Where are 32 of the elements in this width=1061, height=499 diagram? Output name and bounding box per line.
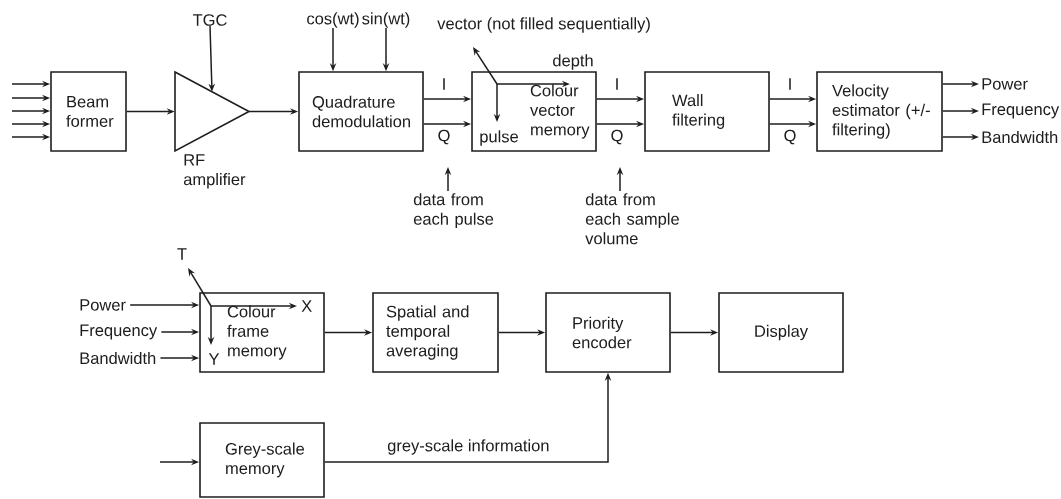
signal-label: Power (80, 299, 126, 311)
axis-label: pulse (480, 130, 518, 146)
axis-label: X (301, 300, 312, 312)
axis-label: Y (208, 353, 220, 365)
process-box: Velocity estimator (+/- filtering) (816, 71, 943, 152)
process-box: Spatial and temporal averaging (372, 292, 499, 373)
process-box: Display (718, 292, 844, 373)
signal-label: TGC (192, 14, 227, 26)
signal-label: data from each sample volume (585, 193, 679, 245)
process-box: Priority encoder (545, 292, 671, 373)
process-box: Quadrature demodulation (298, 71, 424, 152)
edge-label: I (440, 77, 448, 91)
process-box: Beam former (50, 71, 127, 152)
signal-label: Bandwidth (982, 130, 1058, 144)
edge-label: Q (436, 128, 452, 146)
signal-label: Bandwidth (80, 351, 156, 365)
edge-label: grey-scale information (386, 438, 551, 456)
signal-label: Frequency (982, 103, 1060, 119)
edge-label: Q (609, 128, 625, 146)
edge-label: Q (782, 128, 798, 146)
edge-label: I (786, 77, 794, 91)
signal-label: Power (982, 78, 1028, 90)
edge-label: I (613, 77, 621, 91)
process-box: Grey-scale memory (199, 422, 325, 498)
axis-label: T (177, 248, 187, 260)
signal-label: cos(wt) (307, 12, 359, 28)
signal-label: data from each pulse (413, 193, 494, 229)
component-label: RF amplifier (183, 154, 246, 189)
process-box: Wall filtering (644, 71, 770, 152)
signal-label: Frequency (80, 324, 158, 340)
signal-label: sin(wt) (362, 12, 410, 28)
axis-label: vector (not filled sequentially) (437, 17, 650, 33)
